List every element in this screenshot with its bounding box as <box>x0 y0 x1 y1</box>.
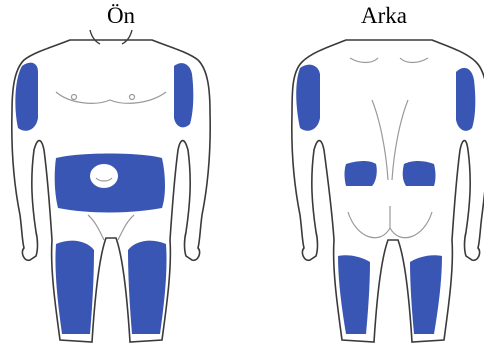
front-navel-exclusion <box>90 164 118 188</box>
back-figure <box>292 40 484 342</box>
back-left-upper-arm-zone <box>296 65 320 131</box>
front-right-thigh-zone <box>128 241 167 334</box>
front-right-upper-arm-zone <box>174 63 193 127</box>
back-body-outline <box>292 40 484 342</box>
back-right-upper-arm-zone <box>456 68 475 131</box>
front-left-thigh-zone <box>55 241 94 334</box>
front-figure <box>12 30 210 342</box>
back-left-flank-zone <box>345 161 377 186</box>
back-right-flank-zone <box>403 161 436 186</box>
